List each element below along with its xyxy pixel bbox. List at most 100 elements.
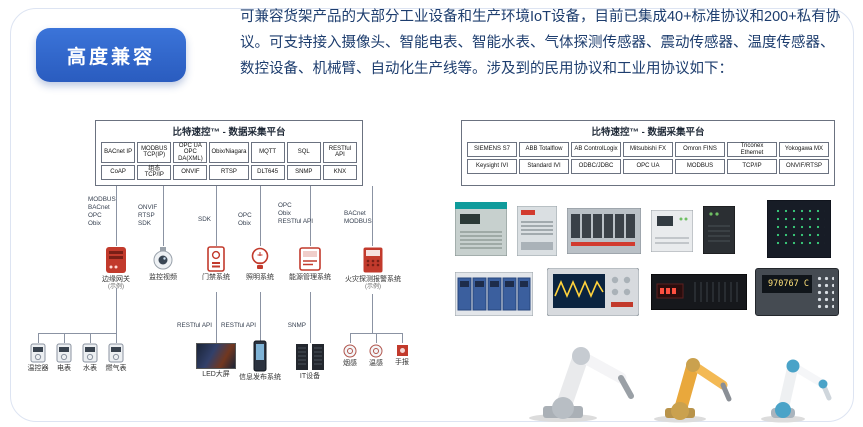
connector-line: [64, 333, 65, 343]
connector-line: [372, 186, 373, 246]
camera-device: 监控视频: [145, 246, 181, 282]
link-label-screen: RESTful API: [177, 322, 212, 329]
protocol-cell: ABB Totalflow: [519, 142, 569, 157]
connector-line: [216, 186, 217, 246]
highly-compatible-badge: 高度兼容: [36, 28, 186, 82]
protocol-cell: Yokogawa MX: [779, 142, 829, 157]
right-platform-title: 比特速控™ - 数据采集平台: [591, 127, 705, 138]
led-indicator-panel-photo: [766, 199, 832, 263]
device-label: 电表: [57, 365, 71, 372]
protocol-cell: OPC UA OPC DA(XML): [173, 142, 208, 163]
multimeter-buttons: [816, 275, 834, 309]
fire-alarm-panel-icon: [363, 247, 383, 273]
connector-line: [116, 186, 117, 246]
right-diagram: 比特速控™ - 数据采集平台 SIEMENS S7 ABB Totalflow …: [454, 118, 850, 427]
thermostat-icon: [30, 343, 46, 363]
left-platform-box: 比特速控™ - 数据采集平台 BACnet IP MODBUS TCP(IP) …: [95, 120, 363, 186]
protocol-cell: 组态TCP/IP: [137, 164, 172, 180]
protocol-cell: ONVIF/RTSP: [779, 159, 829, 174]
link-label-fire: BACnet MODBUS: [344, 210, 372, 225]
protocol-cell: AB ControlLogix: [571, 142, 621, 157]
fire-alarm-device: 火灾探测报警系统 (示例): [344, 246, 402, 291]
connector-line: [216, 292, 217, 343]
device-label: 照明系统: [246, 274, 274, 281]
protocol-cell: Keysight IVI: [467, 159, 517, 174]
edge-gateway-icon: [106, 247, 126, 273]
protocol-cell: OPC UA: [623, 159, 673, 174]
server-racks-icon: [296, 344, 324, 370]
water-meter-icon: [82, 343, 98, 363]
protocol-cell: SNMP: [286, 164, 321, 180]
energy-meter-device: 能源管理系统: [288, 246, 332, 282]
heat-detector-icon: [369, 344, 383, 358]
siemens-plc-photo: [454, 201, 508, 261]
led-screen-device: LED大屏: [196, 343, 236, 379]
protocol-cell: MODBUS TCP(IP): [137, 142, 172, 163]
relay-module-photo: [702, 205, 736, 259]
left-protocol-grid: BACnet IP MODBUS TCP(IP) OPC UA OPC DA(X…: [101, 142, 357, 180]
protocol-cell: RTSP: [209, 164, 249, 180]
collaborative-robot-photo: [743, 328, 838, 427]
connector-line: [116, 288, 117, 333]
protocol-cell: ODBC/JDBC: [571, 159, 621, 174]
allen-bradley-rack-photo: [566, 207, 642, 259]
rack-instrument-photo: [650, 273, 748, 315]
connector-line: [260, 186, 261, 246]
gas-meter-device: 燃气表: [103, 343, 129, 373]
device-label: LED大屏: [202, 371, 230, 378]
manual-call-point-device: 手报: [390, 344, 414, 367]
link-label-racks: SNMP: [287, 322, 306, 329]
protocol-cell: ONVIF: [173, 164, 208, 180]
connector-line: [372, 294, 373, 333]
manual-call-point-icon: [396, 345, 408, 356]
device-label: 燃气表: [105, 365, 127, 372]
connector-line: [310, 186, 311, 246]
connector-bus: [38, 333, 116, 334]
door-access-device: 门禁系统: [198, 246, 234, 282]
connector-line: [260, 292, 261, 343]
connector-line: [310, 292, 311, 343]
oscilloscope-photo: [546, 267, 640, 321]
device-label: 水表: [83, 365, 97, 372]
connector-line: [116, 333, 117, 343]
protocol-cell: Obix/Niagara: [209, 142, 249, 163]
smoke-detector-device: 烟感: [338, 344, 362, 368]
connector-line: [163, 186, 164, 246]
protocol-cell: MQTT: [250, 142, 285, 163]
right-platform-box: 比特速控™ - 数据采集平台 SIEMENS S7 ABB Totalflow …: [461, 120, 835, 186]
light-bulb-icon: [251, 247, 269, 269]
device-label: 温控器: [27, 365, 49, 372]
smoke-detector-icon: [343, 344, 357, 358]
protocol-cell: CoAP: [101, 164, 136, 180]
heat-detector-device: 温感: [364, 344, 388, 368]
digital-multimeter-photo: 970767 C: [755, 268, 839, 316]
led-screen-icon: [196, 343, 236, 369]
protocol-cell: SQL: [286, 142, 321, 163]
device-label: 边缘网关: [102, 276, 130, 283]
link-label-kiosk: RESTful API: [221, 322, 256, 329]
protocol-cell: Mitsubishi FX: [623, 142, 673, 157]
protocol-cell: RESTful API: [322, 142, 357, 163]
energy-meter-icon: [299, 247, 321, 271]
protocol-cell: TCP/IP: [727, 159, 777, 174]
edge-gateway-device: 边缘网关 (示例): [98, 246, 134, 291]
intro-paragraph: 可兼容货架产品的大部分工业设备和生产环境IoT设备，目前已集成40+标准协议和2…: [240, 9, 841, 78]
connector-line: [350, 333, 351, 343]
link-label-gateway: MODBUS BACnet OPC Obix: [88, 196, 116, 227]
device-note: (示例): [365, 284, 381, 291]
electric-meter-icon: [56, 343, 72, 363]
protocol-cell: DLT645: [250, 164, 285, 180]
compact-plc-photo: [650, 209, 694, 257]
link-label-bulb: OPC Obix: [238, 212, 252, 227]
link-label-meter: OPC Obix RESTful API: [278, 202, 313, 225]
abb-controller-photo: [516, 205, 558, 261]
connector-line: [38, 333, 39, 343]
kiosk-icon: [253, 340, 267, 372]
info-kiosk-device: 信息发布系统: [238, 340, 282, 382]
protocol-cell: SIEMENS S7: [467, 142, 517, 157]
device-label: 门禁系统: [202, 274, 230, 281]
yellow-robot-arm-photo: [635, 333, 735, 427]
device-label: 能源管理系统: [289, 274, 331, 281]
lighting-device: 照明系统: [242, 246, 278, 282]
